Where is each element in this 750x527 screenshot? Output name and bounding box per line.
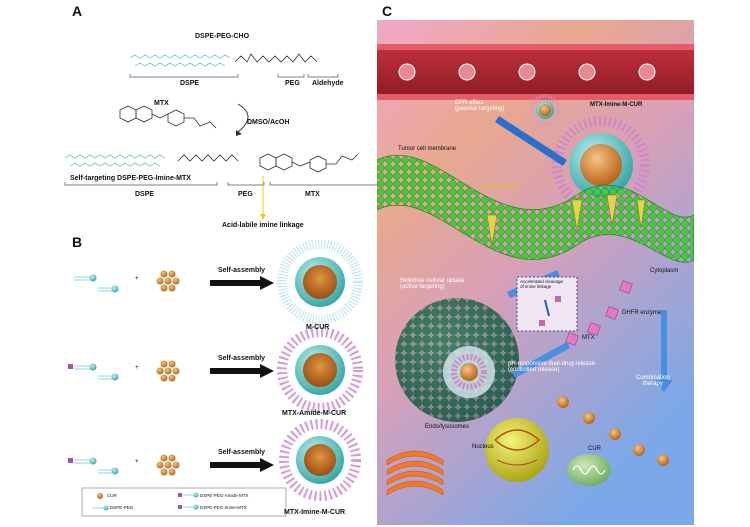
row2-arrow: [210, 364, 274, 378]
reaction-condition: DMSO/AcOH: [247, 119, 290, 126]
folate-receptor-label: Folate receptor: [478, 184, 519, 190]
brackets-top: [129, 74, 339, 78]
mtx-c-label: MTX: [582, 335, 595, 341]
epr-arrow: [495, 116, 567, 166]
row1-product: M-CUR: [306, 324, 330, 331]
dspe-peg-cho-label: DSPE-PEG-CHO: [195, 33, 250, 40]
imine-linkage-note: Acid-labile imine linkage: [222, 222, 304, 229]
epr-label: EPR effect (passive targeting): [455, 100, 505, 112]
np-large: [552, 116, 650, 214]
dspe-tails-top: [129, 54, 231, 67]
endosome: [395, 298, 519, 422]
panel-a-structures: [64, 53, 379, 220]
row1-arrow: [210, 276, 274, 290]
panel-c-illustration: [377, 20, 694, 525]
cytoplasm-label: Cytoplasm: [650, 268, 679, 274]
cell-membrane: [377, 154, 694, 263]
golgi: [386, 450, 444, 496]
row1-micelle: [277, 240, 363, 325]
vessel-wall: [377, 44, 694, 100]
mtx-label: MTX: [154, 100, 169, 107]
panel-b-letter: B: [72, 234, 83, 250]
release-arrow: [512, 342, 570, 378]
panel-b-graphics: [68, 240, 363, 517]
row3-micelle: [279, 419, 361, 501]
product-name: Self-targeting DSPE-PEG-Imine-MTX: [70, 175, 191, 182]
nucleus-label: Nucleus: [472, 444, 494, 450]
row1-lipids: [74, 274, 119, 293]
cleavage-arrows: [539, 296, 561, 326]
nanoparticle-label: MTX-Imine-M-CUR: [590, 102, 643, 108]
row2-cur-cluster: [156, 360, 180, 382]
row2-arrow-label: Self-assembly: [218, 355, 266, 362]
mtx-molecules: [565, 280, 633, 346]
brackets-product: [64, 182, 379, 186]
mitochondrion: [567, 454, 611, 486]
row3-arrow-label: Self-assembly: [218, 449, 266, 456]
membrane-label: Tumor cell membrane: [398, 146, 457, 152]
release-label: pH-responsive dual-drug release (control…: [508, 361, 596, 373]
peg-chain-top: [234, 53, 318, 63]
legend-imine: DSPE-PEG-Imine-MTX: [200, 505, 247, 510]
panel-a-letter: A: [72, 3, 83, 19]
row3-arrow: [210, 458, 274, 472]
row2-product: MTX-Amide-M-CUR: [282, 410, 347, 417]
row1-arrow-label: Self-assembly: [218, 267, 266, 274]
row3-cur-cluster: [156, 454, 180, 476]
uptake-label: Selective cellular uptake (active target…: [400, 278, 465, 290]
legend-cur: CUR: [107, 493, 117, 498]
row1-cur-cluster: [156, 270, 180, 292]
reaction-arrow: [237, 103, 249, 133]
dspe-tails-product: [64, 154, 166, 167]
bracket-peg-product: PEG: [238, 191, 253, 198]
bracket-mtx-product: MTX: [305, 191, 320, 198]
row2-plus: +: [135, 365, 139, 371]
cleavage-label: Accelerated cleavage of imine linkage: [520, 279, 564, 289]
bracket-dspe-product: DSPE: [135, 191, 155, 198]
bracket-aldehyde-top: Aldehyde: [312, 80, 344, 87]
np-small: [529, 94, 561, 126]
legend-amide: DSPE-PEG-Amide-MTX: [200, 493, 249, 498]
bracket-dspe-top: DSPE: [180, 80, 200, 87]
row2-lipids: [68, 363, 119, 381]
row3-lipids: [68, 457, 119, 475]
row3-plus: +: [135, 459, 139, 465]
folate-receptors: [486, 194, 646, 246]
panel-c-letter: C: [382, 3, 393, 19]
endo-label: Endo/lysosomes: [425, 424, 470, 430]
peg-imine-mtx-chain: [177, 153, 359, 173]
legend-dspe-peg: DSPE-PEG: [110, 505, 134, 510]
dhfr-label: DHFR enzyme: [622, 310, 662, 316]
row2-micelle: [277, 327, 363, 413]
bracket-peg-top: PEG: [285, 80, 300, 87]
legend-box: [81, 487, 287, 517]
cur-c-label: CUR: [588, 446, 601, 452]
combination-arrow: [655, 310, 673, 392]
mtx-molecule: [119, 105, 217, 129]
vessel-cells: [398, 63, 656, 81]
combination-label: Combination therapy: [636, 375, 670, 387]
row3-product: MTX-Imine-M-CUR: [284, 509, 346, 516]
nucleus-graphic: [485, 418, 549, 482]
cur-spheres: [557, 396, 669, 466]
row1-plus: +: [135, 276, 139, 282]
